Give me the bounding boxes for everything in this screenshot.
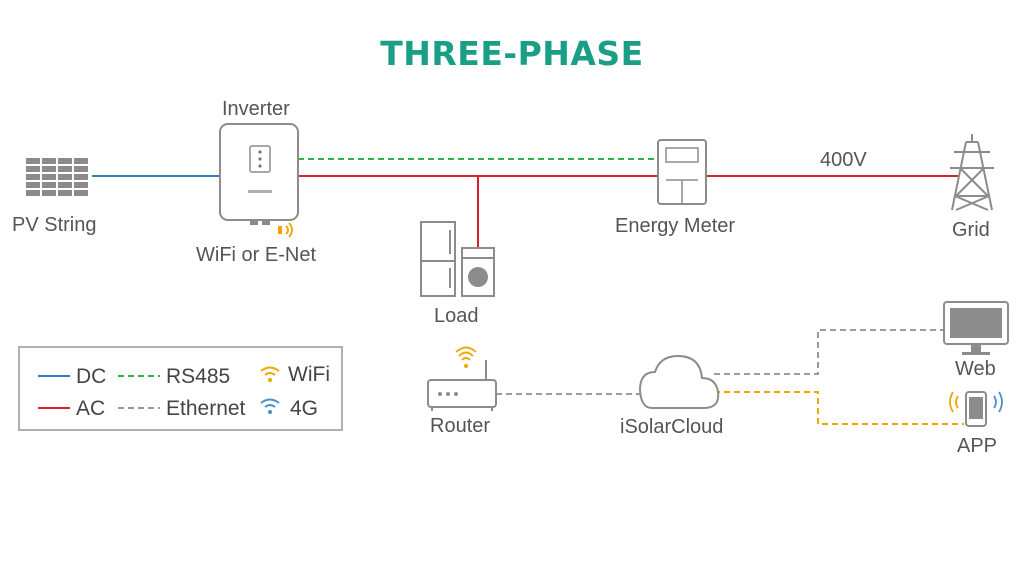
legend-wifi-label: WiFi <box>288 363 330 386</box>
wifi-icon <box>278 222 293 238</box>
legend-4g-label: 4G <box>290 397 319 420</box>
legend: DC RS485 WiFi AC Ethernet 4G <box>18 346 343 431</box>
inverter-label: Inverter <box>222 98 290 120</box>
web-label: Web <box>955 358 996 380</box>
legend-rs485-label: RS485 <box>166 365 231 388</box>
page-title: THREE-PHASE <box>380 34 644 73</box>
inverter-icon <box>219 123 299 225</box>
transmission-tower-icon <box>950 134 994 211</box>
energy-meter-icon <box>657 139 707 205</box>
legend-ethernet-label: Ethernet <box>166 397 246 420</box>
inverter-comm-label: WiFi or E-Net <box>196 244 316 266</box>
grid-voltage-label: 400V <box>820 149 867 171</box>
legend-wifi-icon <box>260 366 280 382</box>
app-label: APP <box>957 435 998 457</box>
grid-label: Grid <box>952 219 990 241</box>
wifi-line-cloud-app <box>714 391 964 425</box>
smartphone-icon <box>965 391 987 427</box>
legend-swatches <box>38 366 280 414</box>
legend-ac-label: AC <box>76 397 106 420</box>
cloud-icon <box>638 354 720 409</box>
ethernet-line-cloud-web <box>714 329 944 375</box>
monitor-icon <box>943 301 1009 355</box>
pv-string-label: PV String <box>12 214 97 236</box>
app-wifi-icon <box>949 391 959 413</box>
energy-meter-label: Energy Meter <box>615 215 736 237</box>
router-icon <box>427 360 497 411</box>
cloud-label: iSolarCloud <box>620 416 724 438</box>
legend-dc-label: DC <box>76 365 107 388</box>
load-label: Load <box>434 305 479 327</box>
solar-panel-icon <box>24 158 92 196</box>
legend-4g-icon <box>260 398 280 414</box>
appliance-icon <box>420 221 495 297</box>
router-wifi-icon <box>455 346 477 368</box>
router-label: Router <box>430 415 491 437</box>
app-4g-icon <box>993 391 1003 413</box>
